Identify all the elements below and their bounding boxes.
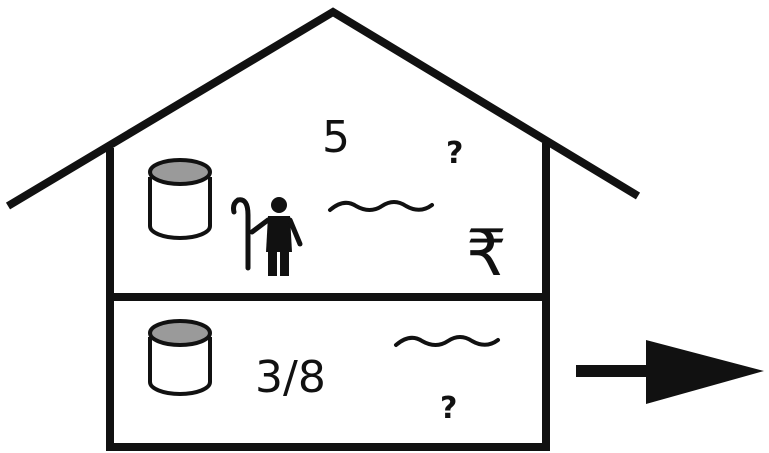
arrow-right-icon bbox=[576, 340, 764, 404]
house-walls bbox=[106, 143, 550, 451]
lower-room: 3/8 ? bbox=[148, 319, 500, 426]
rupee-icon: ₹ bbox=[466, 217, 507, 291]
container-icon bbox=[148, 319, 212, 396]
upper-room: 5 ? ₹ bbox=[148, 112, 507, 291]
upper-question-mark: ? bbox=[446, 136, 463, 171]
elderly-person-with-cane-icon bbox=[231, 197, 303, 276]
water-wave-icon bbox=[394, 335, 500, 347]
lower-fraction-label: 3/8 bbox=[255, 352, 326, 403]
container-icon bbox=[148, 158, 212, 240]
roof-outline bbox=[5, 7, 641, 210]
water-wave-icon bbox=[328, 200, 434, 212]
lower-question-mark: ? bbox=[440, 391, 457, 426]
upper-count-label: 5 bbox=[322, 112, 350, 163]
